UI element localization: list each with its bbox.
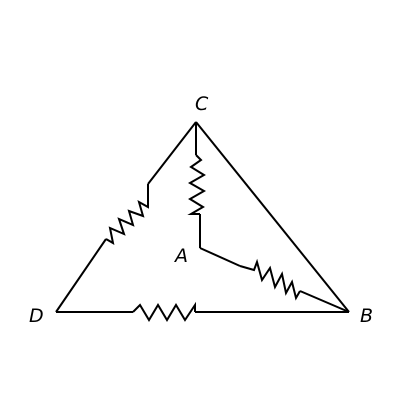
wire-c-b (195, 121, 350, 313)
resistor-d-c (105, 184, 149, 245)
resistor-d-b (132, 301, 196, 322)
resistor-c-a (187, 154, 207, 215)
wire-d-c (55, 121, 197, 313)
node-label-c: C (195, 93, 209, 115)
resistor-a-b (239, 258, 301, 301)
node-label-b: B (360, 305, 373, 327)
node-label-d: D (29, 305, 44, 327)
wire-a-b (199, 247, 350, 313)
node-label-a: A (173, 245, 188, 267)
wire-c-a (195, 122, 201, 248)
